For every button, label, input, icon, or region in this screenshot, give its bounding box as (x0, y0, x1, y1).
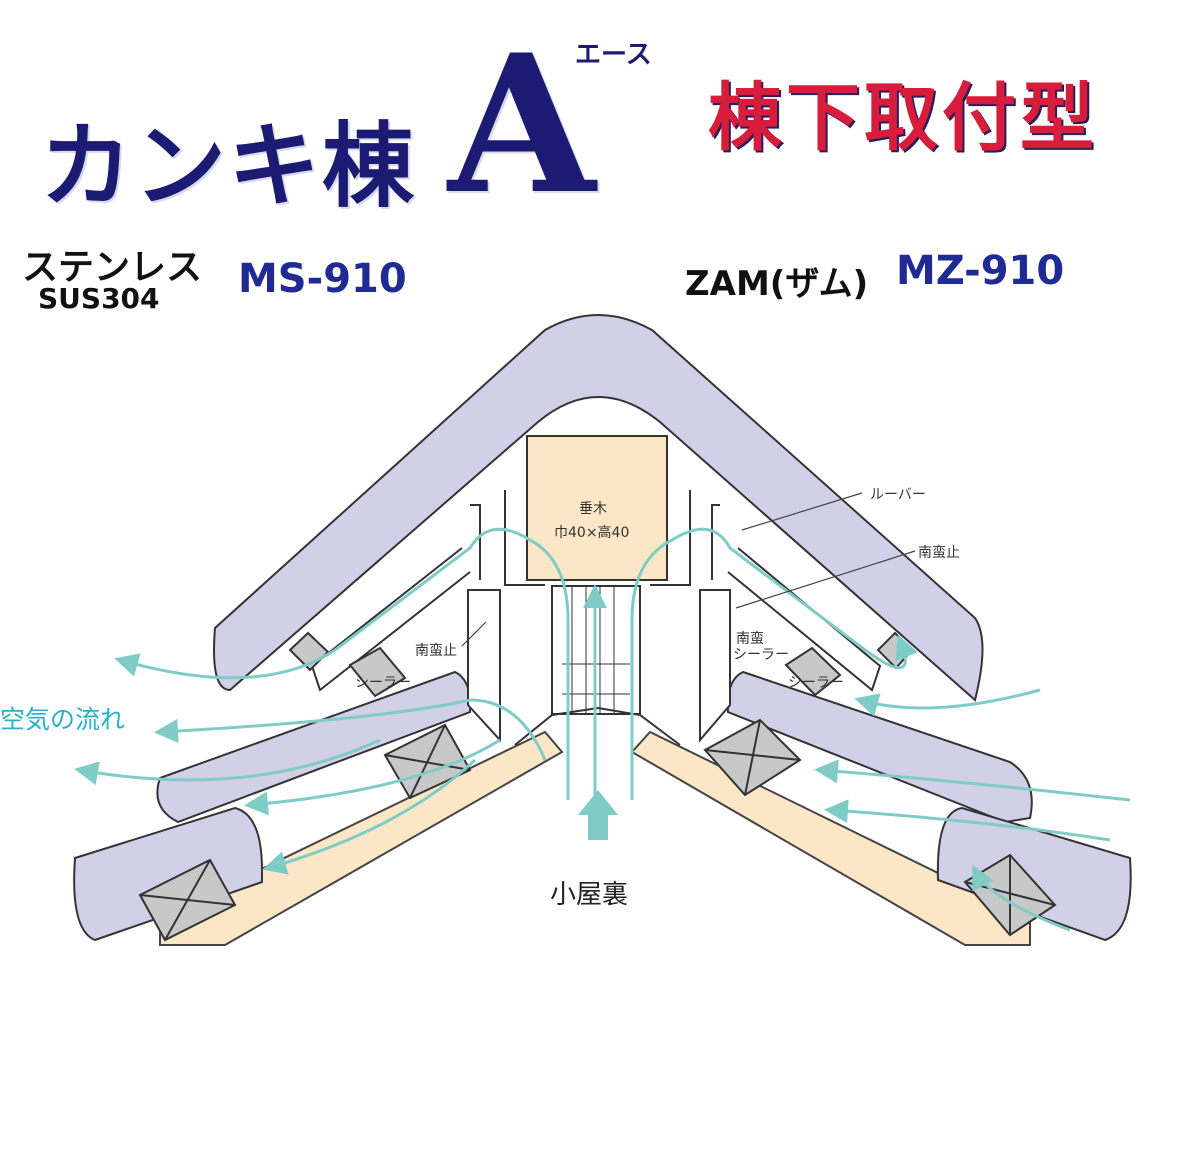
louver-label: ルーバー (870, 487, 926, 503)
right-sealer-block (784, 646, 842, 697)
right-rafter (630, 730, 1031, 946)
right-roof-tile-lower (936, 806, 1132, 942)
product-title-letter: A (448, 13, 596, 236)
rafter-label: 垂木 (579, 501, 607, 517)
zam-label: ZAM(ザム) (685, 264, 869, 304)
zam-model: MZ-910 (896, 248, 1065, 294)
product-title-reading: エース (575, 40, 652, 70)
sealer-label-right: シーラー (788, 675, 844, 691)
attic-air-arrow (578, 790, 618, 840)
stainless-grade: SUS304 (38, 282, 160, 315)
product-title: カンキ棟 (40, 113, 417, 220)
bird-stop-label-right: 南蛮止 (918, 545, 960, 561)
airflow-label: 空気の流れ (0, 705, 126, 734)
left-roof-tile-upper (156, 670, 472, 824)
ridge-cover (213, 314, 984, 702)
left-sealer-block (348, 646, 407, 698)
stainless-label: ステンレス (22, 247, 203, 288)
sealer-label-left: シーラー (355, 675, 411, 691)
bird-stop-label-left: 南蛮止 (415, 643, 457, 659)
rafter-size-label: 巾40×高40 (554, 525, 630, 541)
mount-type-title: 棟下取付型 (708, 75, 1098, 161)
bird-sealer-label-2: シーラー (733, 647, 789, 663)
attic-label: 小屋裏 (550, 880, 629, 910)
bird-sealer-label-1: 南蛮 (736, 631, 764, 647)
left-rafter (159, 730, 564, 946)
airflow-lines (74, 527, 1131, 932)
stainless-model: MS-910 (238, 256, 407, 302)
